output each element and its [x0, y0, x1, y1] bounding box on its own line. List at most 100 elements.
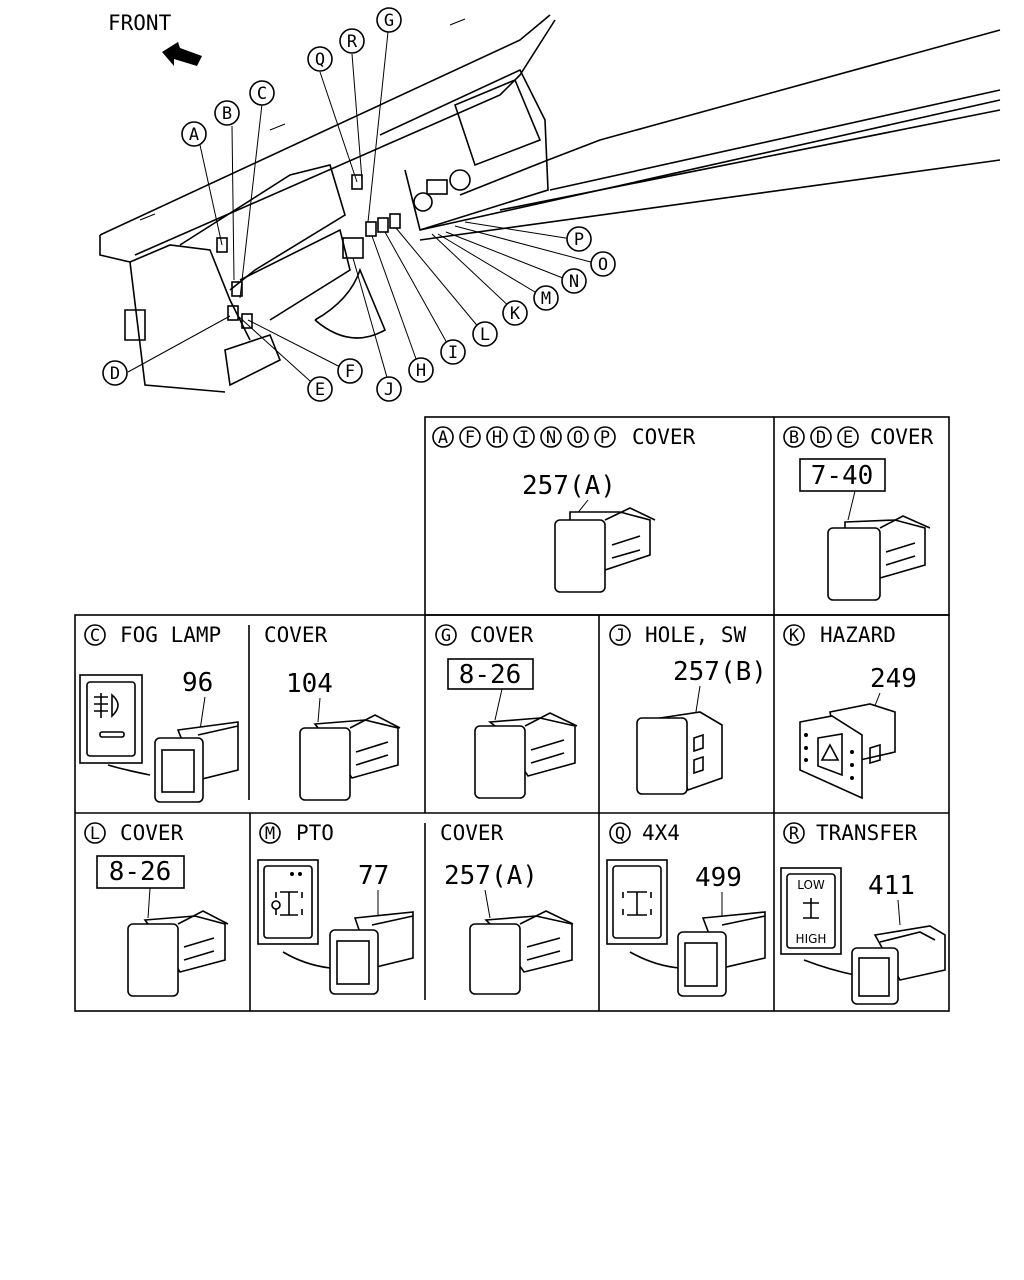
panel-r-part-number: 411	[868, 871, 915, 901]
callout-O: O	[590, 251, 616, 277]
svg-text:M: M	[265, 824, 275, 844]
cover-switch-icon	[127, 910, 229, 997]
svg-text:Q: Q	[615, 824, 625, 844]
panel-bde-ref: 7-40	[811, 461, 874, 491]
4x4-symbol-icon	[606, 859, 668, 945]
panel-bde-title: COVER	[870, 425, 934, 449]
dashboard-overview: FRONT	[99, 7, 1001, 402]
cover-switch-icon	[554, 507, 656, 593]
svg-text:LOW: LOW	[797, 878, 825, 892]
svg-text:M: M	[541, 289, 551, 309]
svg-text:L: L	[480, 325, 490, 345]
panel-c-cover-part-number: 104	[286, 669, 333, 699]
svg-text:HIGH: HIGH	[796, 932, 827, 946]
panel-m-pto: M PTO 77	[257, 821, 414, 995]
hole-plug-icon	[636, 711, 723, 795]
svg-text:A: A	[189, 125, 199, 145]
panel-k-part-number: 249	[870, 664, 917, 694]
svg-text:H: H	[492, 428, 502, 448]
svg-text:K: K	[510, 304, 521, 324]
callout-E: E	[307, 376, 333, 402]
front-arrow-icon	[162, 42, 202, 66]
svg-text:D: D	[110, 364, 120, 384]
callout-M: M	[533, 285, 559, 311]
svg-text:R: R	[789, 824, 800, 844]
svg-text:I: I	[448, 343, 458, 363]
transfer-symbol-icon: LOW HIGH	[780, 867, 842, 955]
panel-m-cover-title: COVER	[440, 821, 504, 845]
callout-J: J	[376, 376, 402, 402]
svg-text:F: F	[345, 362, 355, 382]
panel-afhinop-cover: A F H I N O P COVER 257(A)	[432, 425, 696, 593]
svg-text:E: E	[843, 428, 853, 448]
svg-text:K: K	[789, 626, 800, 646]
callout-L: L	[472, 321, 498, 347]
svg-text:N: N	[546, 428, 556, 448]
svg-text:J: J	[384, 380, 394, 400]
panel-afhinop-title: COVER	[632, 425, 696, 449]
panel-r-title: TRANSFER	[816, 821, 918, 845]
panel-m-cover: COVER 257(A)	[440, 821, 574, 995]
svg-text:L: L	[90, 824, 100, 844]
panel-m-cover-part-number: 257(A)	[444, 861, 538, 891]
cover-switch-icon	[827, 515, 931, 601]
panel-j-title: HOLE, SW	[645, 623, 747, 647]
panel-r-transfer: R TRANSFER 411 LOW HIGH	[780, 821, 946, 1005]
4x4-switch-icon	[677, 911, 766, 997]
svg-text:B: B	[789, 428, 799, 448]
panel-q-4x4: Q 4X4 499	[606, 821, 766, 997]
fog-lamp-switch-icon	[154, 721, 239, 803]
svg-text:G: G	[384, 11, 394, 31]
svg-text:Q: Q	[315, 50, 325, 70]
panel-m-part-number: 77	[358, 861, 389, 891]
panel-c-title: FOG LAMP	[120, 623, 221, 647]
svg-text:R: R	[347, 32, 358, 52]
svg-text:I: I	[519, 428, 529, 448]
panel-j-part-number: 257(B)	[673, 657, 767, 687]
svg-text:C: C	[257, 84, 267, 104]
fog-lamp-symbol-icon	[79, 674, 143, 764]
panel-afhinop-letters: A F H I N O P	[432, 426, 616, 448]
callout-A: A	[181, 121, 207, 147]
pto-switch-icon	[329, 911, 414, 995]
callout-F: F	[337, 358, 363, 384]
panel-g-ref: 8-26	[459, 660, 522, 690]
svg-text:F: F	[465, 428, 475, 448]
hazard-switch-icon	[799, 703, 896, 800]
svg-text:A: A	[438, 428, 448, 448]
panel-c-cover: COVER 104	[264, 623, 401, 801]
callout-P: P	[566, 226, 592, 252]
panel-l-ref: 8-26	[109, 857, 172, 887]
panel-afhinop-part-number: 257(A)	[522, 471, 616, 501]
callout-H: H	[408, 357, 434, 383]
svg-text:P: P	[574, 230, 584, 250]
pto-symbol-icon	[257, 859, 319, 945]
transfer-switch-icon	[851, 925, 946, 1005]
callout-C: C	[249, 80, 275, 106]
callout-R: R	[339, 28, 365, 54]
panel-m-title: PTO	[296, 821, 334, 845]
svg-text:O: O	[573, 428, 583, 448]
callout-K: K	[502, 300, 528, 326]
panel-bde-cover: B D E COVER 7-40	[783, 425, 934, 601]
parts-table-grid	[74, 416, 950, 1012]
callout-G: G	[376, 7, 402, 33]
panel-c-part-number: 96	[182, 668, 213, 698]
svg-text:B: B	[222, 104, 232, 124]
svg-text:H: H	[416, 361, 426, 381]
cover-switch-icon	[474, 712, 578, 799]
panel-j-hole-sw: J HOLE, SW 257(B)	[609, 623, 767, 795]
svg-text:J: J	[615, 626, 625, 646]
svg-text:C: C	[90, 626, 100, 646]
front-label: FRONT	[108, 11, 172, 35]
callout-D: D	[102, 360, 128, 386]
callout-I: I	[440, 339, 466, 365]
panel-q-title: 4X4	[642, 821, 680, 845]
svg-text:P: P	[600, 428, 610, 448]
svg-text:G: G	[441, 626, 451, 646]
callout-B: B	[214, 100, 240, 126]
panel-c-cover-title: COVER	[264, 623, 328, 647]
svg-text:D: D	[816, 428, 826, 448]
cover-switch-icon	[299, 714, 401, 801]
panel-c-fog-lamp: C FOG LAMP 96	[79, 623, 239, 803]
